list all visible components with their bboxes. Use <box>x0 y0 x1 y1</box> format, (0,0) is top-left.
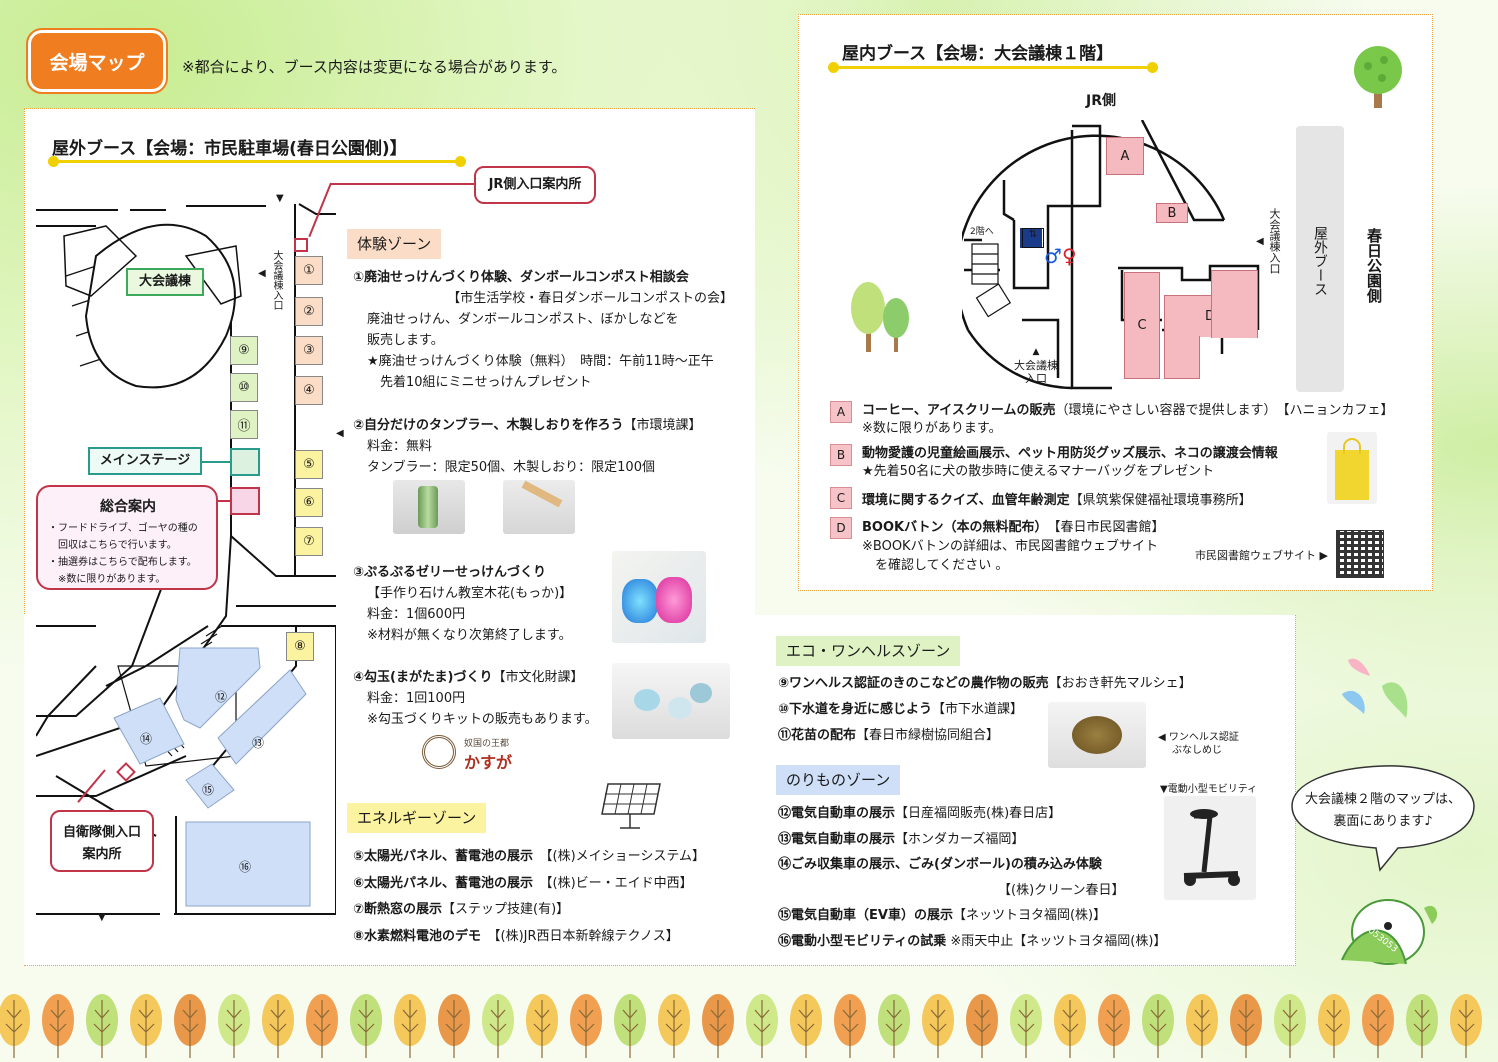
mushroom-photo <box>1048 702 1146 768</box>
hall-entrance-vertical: 大会議棟入口 <box>271 250 282 310</box>
arrow-down-icon: ▼ <box>276 193 284 204</box>
booth-9: ⑨ <box>230 336 258 365</box>
booth-3: ③ <box>295 336 323 365</box>
booth-11: ⑪ <box>230 410 258 439</box>
header-note: ※都合により、ブース内容は変更になる場合があります。 <box>182 58 567 76</box>
booth-13: ⑬ <box>252 736 265 750</box>
energy-zone-label: エネルギーゾーン <box>347 803 487 833</box>
vehicle-zone-label: のりものゾーン <box>776 765 901 795</box>
energy-zone-list: ⑤太陽光パネル、蓄電池の展示 【(株)メイショーシステム】 ⑥太陽光パネル、蓄電… <box>353 849 706 944</box>
hall-label: 大会議棟 <box>126 268 204 296</box>
sdf-gate-label: 自衛隊側入口案内所 <box>50 810 154 872</box>
mobility-photo <box>1164 796 1256 900</box>
eco-zone-list: ⑨ワンヘルス認証のきのこなどの農作物の販売【おおき軒先マルシェ】 ⑩下水道を身近… <box>778 676 1192 743</box>
toilet-icon: ♀ <box>1062 244 1077 268</box>
booth-15: ⑮ <box>202 783 215 797</box>
booth-6: ⑥ <box>295 488 323 517</box>
outdoor-booth-strip <box>1296 126 1344 392</box>
room-a: A <box>1106 137 1144 175</box>
kasuga-logo: 奴国の王都 かすが <box>422 735 532 772</box>
room-b: B <box>1156 203 1188 223</box>
indoor-title: 屋内ブース【会場：大会議棟１階】 <box>842 44 1114 64</box>
elevator-icon: ⇅ <box>1022 228 1044 248</box>
blue-booth-areas <box>113 647 311 907</box>
arrow-up-icon: ▲ <box>1032 347 1040 357</box>
mushroom-caption: ◀ ワンヘルス認証 ぶなしめじ <box>1158 732 1239 756</box>
solar-panel-icon <box>601 783 661 829</box>
toilet-icon: ♂ <box>1044 244 1062 268</box>
kasuga-seal-icon <box>422 735 456 769</box>
indoor-floor-map <box>962 120 1260 390</box>
item-b-key: B <box>830 444 852 466</box>
entrance-label: ▲ 大会議棟入口 <box>1014 347 1058 385</box>
arrow-left-icon: ◀ <box>1256 236 1264 247</box>
library-qr-code[interactable] <box>1336 530 1384 578</box>
tree-icon <box>1354 46 1402 108</box>
library-website-link[interactable]: 市民図書館ウェブサイト ▶ <box>1195 549 1328 562</box>
leaf-border <box>0 994 1482 1058</box>
arrow-left-icon: ◀ <box>336 428 344 439</box>
side-entrance-vertical: 大会議棟入口 <box>1268 208 1281 274</box>
magatama-photo <box>612 663 730 739</box>
item-d-key: D <box>830 517 852 539</box>
tumbler-photo <box>393 480 465 534</box>
floor2-label: 2階へ <box>970 227 994 237</box>
booth-16: ⑯ <box>239 860 252 874</box>
leaf-icon <box>0 994 30 1046</box>
birds-icon <box>1342 658 1408 718</box>
item-a-key: A <box>830 401 852 423</box>
booth-12: ⑫ <box>215 690 228 704</box>
booth-4: ④ <box>295 376 323 405</box>
booth-10: ⑩ <box>230 373 258 402</box>
main-stage-booth <box>230 448 260 476</box>
experience-zone-label: 体験ゾーン <box>347 229 442 259</box>
speech-bubble <box>1291 765 1475 872</box>
outdoor-booth-vertical: 屋外ブース <box>1312 226 1328 296</box>
arrow-left-icon: ◀ <box>258 268 266 279</box>
item-c-key: C <box>830 487 852 509</box>
manner-bag-photo <box>1327 432 1377 504</box>
vehicle-zone-list: ⑫電気自動車の展示【日産福岡販売(株)春日店】 ⑬電気自動車の展示【ホンダカーズ… <box>778 806 1167 949</box>
bookmark-photo <box>503 480 575 534</box>
booth-2: ② <box>295 297 323 326</box>
info-booth <box>230 487 260 515</box>
jelly-soap-photo <box>612 551 706 643</box>
outdoor-map <box>36 203 336 915</box>
venue-map-badge: 会場マップ <box>26 28 168 94</box>
booth-14: ⑭ <box>140 732 153 746</box>
mascot-icon <box>1341 899 1438 965</box>
trees-icon <box>851 282 909 352</box>
booth-1: ① <box>295 256 323 285</box>
jr-side-label: JR側 <box>1086 93 1116 109</box>
booth-8: ⑧ <box>286 632 314 661</box>
main-stage-label: メインステージ <box>88 447 202 475</box>
jr-gate-label: JR側入口案内所 <box>474 166 596 204</box>
experience-zone-list: ①廃油せっけんづくり体験、ダンボールコンポスト相談会 【市生活学校・春日ダンボー… <box>353 270 733 390</box>
room-c: C <box>1124 272 1160 379</box>
general-info-box: 総合案内 ・フードドライブ、ゴーヤの種の 回収はこちらで行います。 ・抽選券はこ… <box>36 485 218 590</box>
arrow-down-icon: ▼ <box>98 912 106 923</box>
arrow-left-icon: ◀ <box>1158 732 1169 743</box>
eco-zone-label: エコ・ワンヘルスゾーン <box>776 636 961 666</box>
outdoor-title: 屋外ブース【会場：市民駐車場(春日公園側)】 <box>52 139 407 159</box>
booth-5: ⑤ <box>295 450 323 479</box>
booth-7: ⑦ <box>295 527 323 556</box>
park-side-vertical: 春日公園側 <box>1365 228 1383 303</box>
mobility-caption: ▼電動小型モビリティ <box>1160 784 1258 795</box>
